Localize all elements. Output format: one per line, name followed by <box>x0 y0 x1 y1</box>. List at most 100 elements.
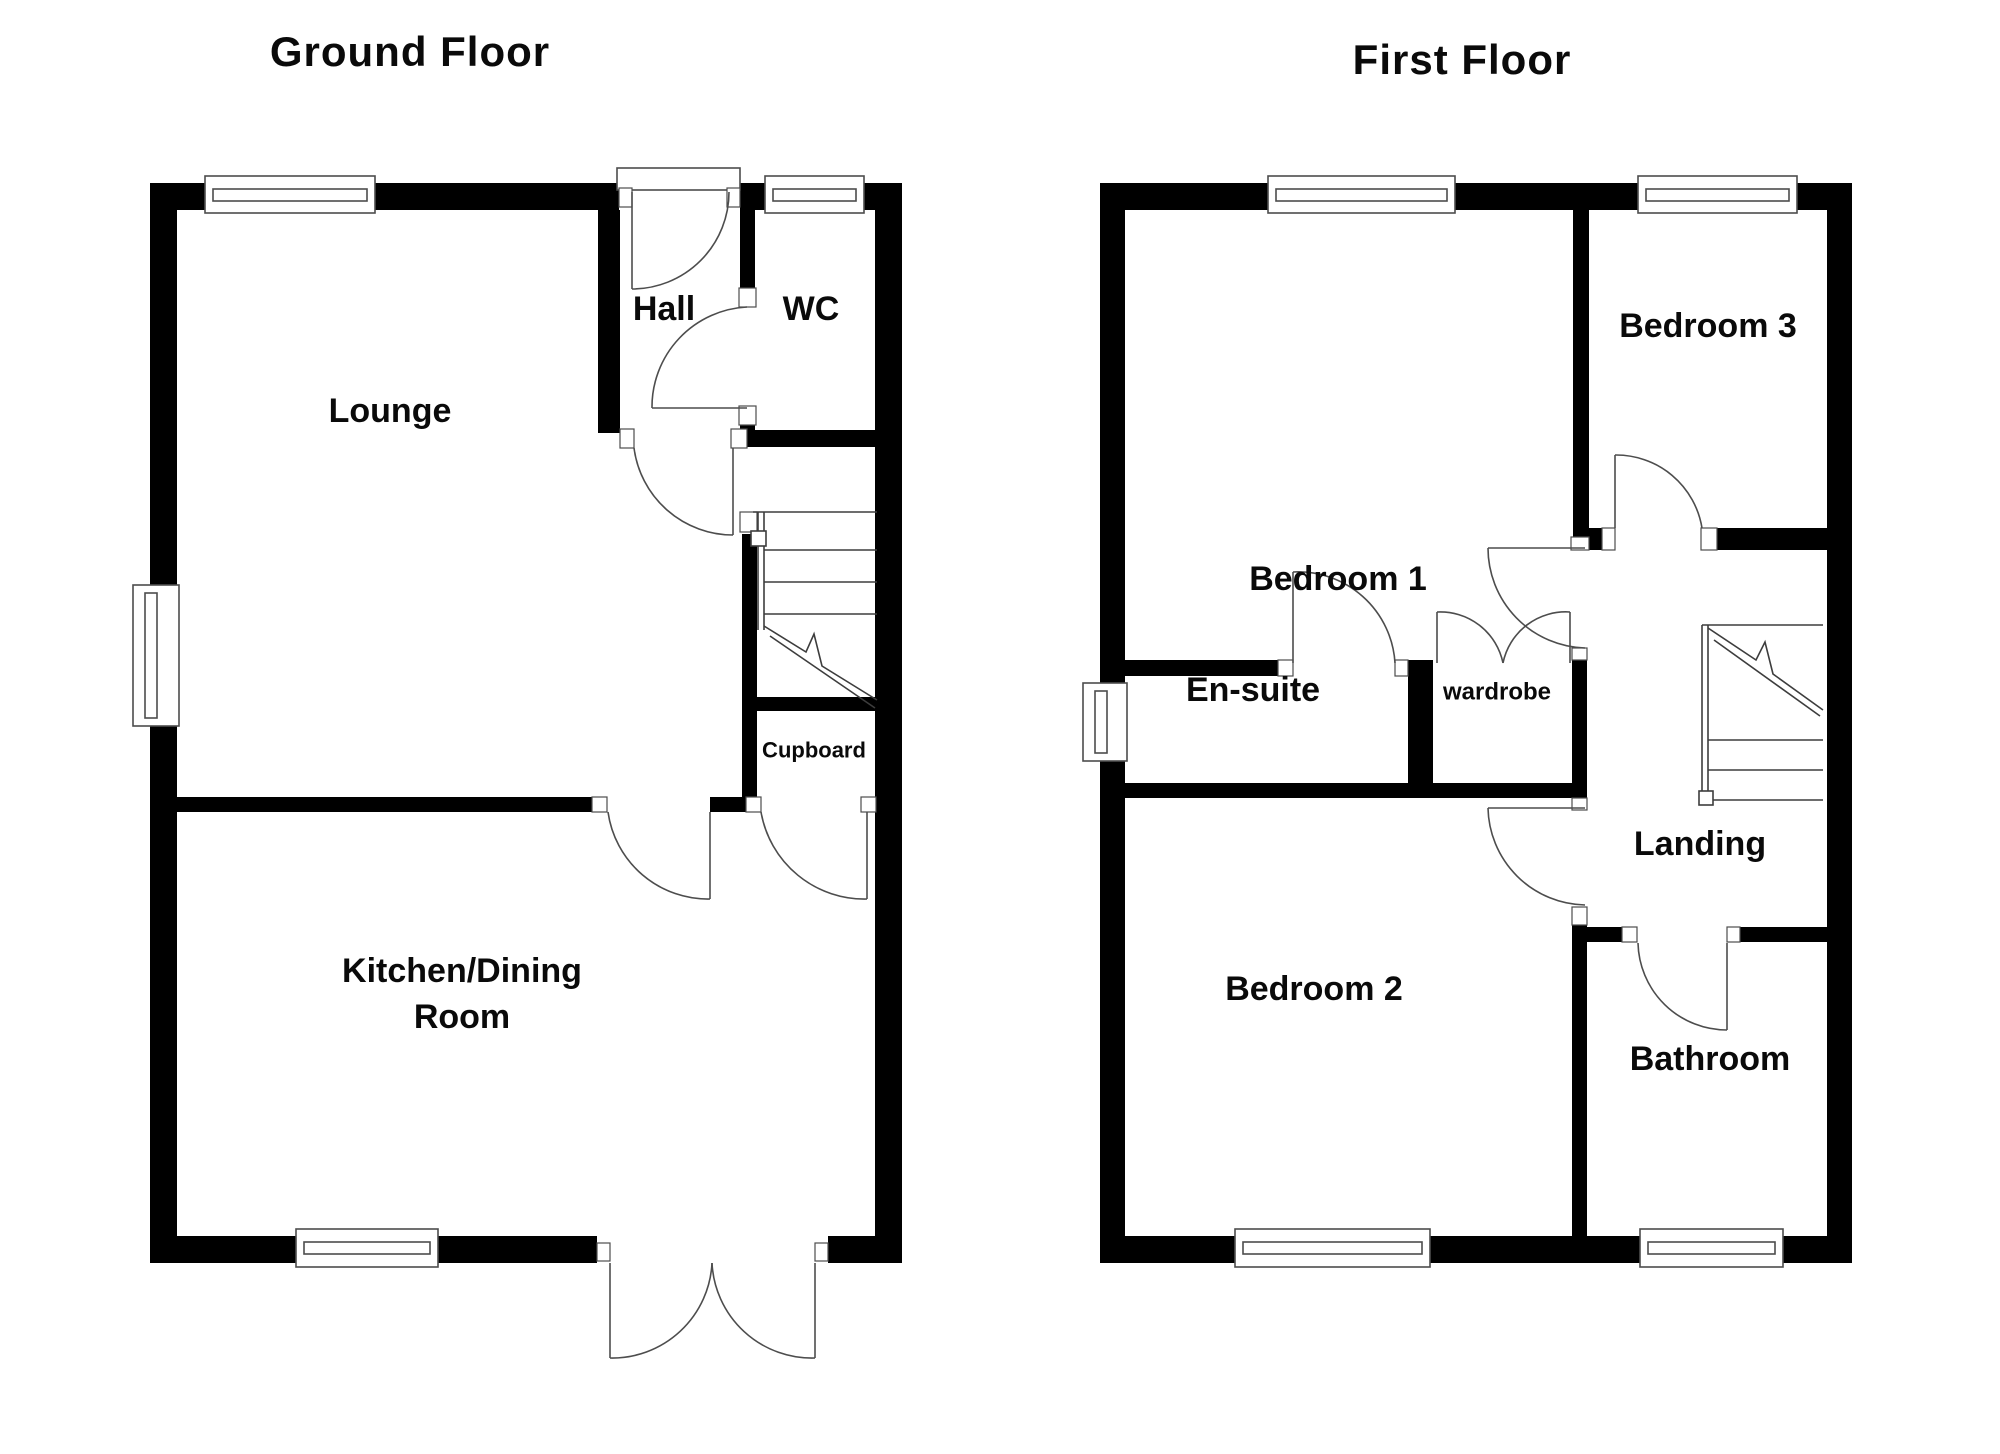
ground-door-jambs <box>591 187 877 1262</box>
room-label-kitchen-line2: Room <box>413 998 511 1037</box>
ground-floor-title: Ground Floor <box>269 27 551 75</box>
door-jamb <box>1621 926 1638 943</box>
window-symbol <box>1234 1228 1431 1268</box>
ground-floor-plan <box>132 167 902 1359</box>
window-symbol <box>764 175 865 214</box>
window-symbol <box>1637 175 1798 214</box>
wall-segment <box>373 183 619 210</box>
wall-segment <box>1572 925 1587 1236</box>
wall-segment <box>1100 183 1125 683</box>
room-label-kitchen-line1: Kitchen/Dining <box>342 952 582 991</box>
room-label-wc: WC <box>782 290 840 329</box>
porch-recess <box>616 167 741 191</box>
door-jamb <box>814 1242 829 1262</box>
door-jamb <box>618 187 633 208</box>
wc-door-symbol <box>651 306 748 409</box>
wall-segment <box>1573 210 1589 537</box>
door-jamb <box>1394 659 1409 677</box>
door-jamb <box>1726 926 1741 943</box>
first-stairs-symbol <box>1698 624 1824 806</box>
wall-segment <box>742 534 757 812</box>
wall-segment <box>1587 927 1622 942</box>
wall-segment <box>438 1236 597 1263</box>
room-label-hall: Hall <box>632 290 696 329</box>
wall-segment <box>740 430 877 447</box>
window-symbol <box>1639 1228 1784 1268</box>
bathroom-door-symbol <box>1637 942 1728 1031</box>
door-jamb <box>1571 647 1588 661</box>
door-jamb <box>1601 527 1616 551</box>
wall-segment <box>875 183 902 1263</box>
room-label-bedroom1: Bedroom 1 <box>1249 560 1427 599</box>
wall-segment <box>742 697 877 711</box>
wall-segment <box>1125 783 1587 798</box>
wall-segment <box>1100 183 1268 210</box>
wall-segment <box>1408 660 1433 783</box>
ground-stairs-symbol <box>750 511 878 709</box>
wall-segment <box>1740 927 1827 942</box>
patio-double-door-symbol <box>609 1262 816 1359</box>
room-label-landing: Landing <box>1633 825 1767 864</box>
door-jamb <box>739 511 758 533</box>
wall-segment <box>150 183 207 210</box>
bedroom3-door-symbol <box>1614 454 1703 529</box>
first-outer-walls <box>1100 183 1852 1263</box>
bedroom2-door-symbol <box>1487 807 1586 906</box>
window-symbol <box>132 584 180 727</box>
door-jamb <box>1571 797 1588 811</box>
door-jamb <box>1277 659 1294 677</box>
wall-segment <box>150 1236 296 1263</box>
door-jamb <box>738 287 757 308</box>
wall-segment <box>1430 1236 1640 1263</box>
wardrobe-doors-symbol <box>1436 611 1571 664</box>
cupboard-door-symbol <box>760 811 868 900</box>
door-jamb <box>730 428 748 449</box>
room-label-wardrobe: wardrobe <box>1442 678 1552 706</box>
hall-lounge-door-symbol <box>633 447 734 536</box>
first-floor-title: First Floor <box>1352 35 1572 83</box>
door-jamb <box>619 428 635 449</box>
wall-segment <box>1572 660 1587 783</box>
wall-segment <box>1455 183 1638 210</box>
first-windows <box>1082 175 1798 1268</box>
wall-segment <box>150 726 177 1263</box>
door-jamb <box>745 796 762 813</box>
wall-segment <box>177 797 592 812</box>
room-label-bathroom: Bathroom <box>1629 1040 1791 1079</box>
ground-interior-walls <box>177 210 877 812</box>
wall-segment <box>710 797 746 812</box>
wall-segment <box>1589 528 1603 550</box>
door-jamb <box>860 796 877 813</box>
door-jamb <box>1700 527 1718 551</box>
front-door-symbol <box>631 191 730 290</box>
room-label-bedroom2: Bedroom 2 <box>1225 970 1403 1009</box>
room-label-ensuite: En-suite <box>1185 671 1321 710</box>
wall-segment <box>1717 528 1827 550</box>
ground-outer-walls <box>150 183 902 1263</box>
wall-segment <box>1100 761 1125 1263</box>
wall-segment <box>1827 183 1852 1263</box>
room-label-lounge: Lounge <box>328 392 452 431</box>
window-symbol <box>295 1228 439 1268</box>
first-interior-walls <box>1125 210 1827 1236</box>
door-jamb <box>1570 536 1590 551</box>
window-symbol <box>204 175 376 214</box>
door-jamb <box>596 1242 611 1262</box>
ground-windows <box>132 175 865 1268</box>
room-label-cupboard: Cupboard <box>762 737 866 763</box>
first-floor-plan <box>1082 175 1852 1268</box>
room-label-bedroom3: Bedroom 3 <box>1619 307 1797 346</box>
bedroom1-door-symbol <box>1487 547 1586 649</box>
door-jamb <box>1571 906 1588 926</box>
first-doors <box>1292 454 1728 1031</box>
wall-segment <box>1783 1236 1852 1263</box>
wall-segment <box>828 1236 902 1263</box>
window-symbol <box>1082 682 1128 762</box>
wall-segment <box>1125 660 1278 676</box>
wall-segment <box>740 183 767 210</box>
door-jamb <box>738 405 757 426</box>
wall-segment <box>740 210 755 290</box>
wall-segment <box>150 183 177 585</box>
